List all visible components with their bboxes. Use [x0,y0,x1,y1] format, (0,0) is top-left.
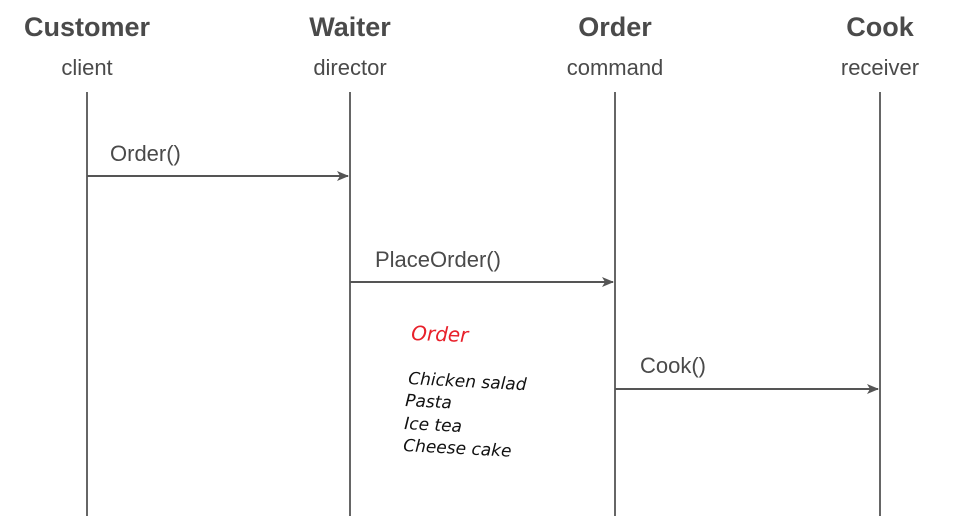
order-note: Order Chicken salad Pasta Ice tea Cheese… [403,321,527,462]
participant-cook: Cook receiver [841,12,919,516]
participant-waiter-role: director [313,55,386,80]
message-order-label: Order() [110,141,181,166]
participant-waiter-name: Waiter [309,12,391,42]
participant-cook-name: Cook [846,12,914,42]
participant-order-name: Order [578,12,652,42]
participant-customer: Customer client [24,12,151,516]
order-note-item: Pasta [405,391,453,413]
order-note-item: Ice tea [404,414,463,437]
message-place-order-label: PlaceOrder() [375,247,501,272]
message-cook: Cook() [615,353,879,394]
participant-order-role: command [567,55,664,80]
participant-customer-name: Customer [24,12,151,42]
order-note-title: Order [411,321,471,347]
participant-waiter: Waiter director [309,12,391,516]
order-note-item: Cheese cake [403,436,512,462]
message-cook-label: Cook() [640,353,706,378]
message-order: Order() [87,141,349,181]
participant-order: Order command [567,12,664,516]
participant-cook-role: receiver [841,55,919,80]
message-place-order: PlaceOrder() [350,247,614,287]
participant-customer-role: client [61,55,112,80]
